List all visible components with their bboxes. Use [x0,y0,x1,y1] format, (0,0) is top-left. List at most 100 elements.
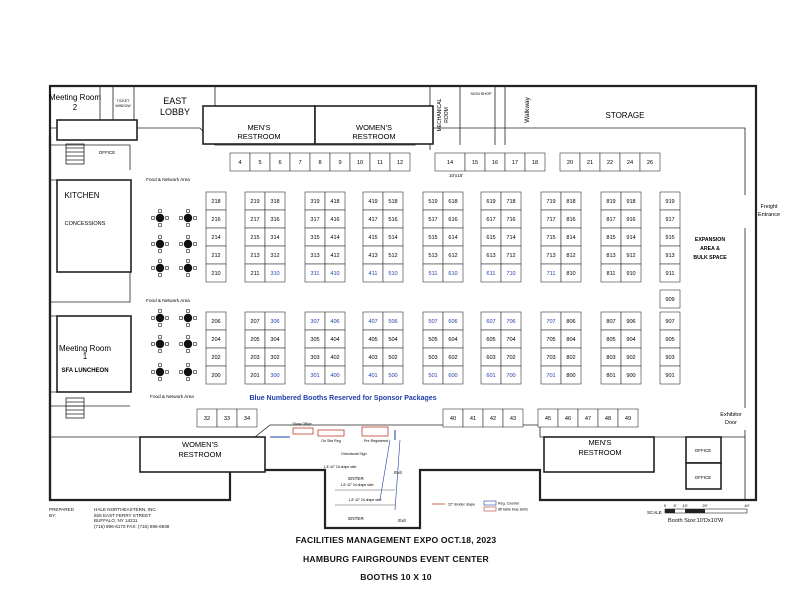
booth-801: 801 [600,365,622,385]
entrance-lines [379,439,401,511]
booth-number: 24 [627,160,633,166]
booth-number: 802 [566,355,575,361]
booth-number: 410 [330,271,339,277]
booth-number: 207 [250,319,259,325]
booth-501: 501 [422,365,444,385]
kitchen-label: KITCHEN [64,191,99,200]
booth-number: 204 [211,337,220,343]
booth-number: 805 [606,337,615,343]
booth-214: 214 [205,227,227,247]
booth-600: 600 [442,365,464,385]
booth-number: 305 [310,337,319,343]
booth-number: 216 [211,217,220,223]
booth-512: 512 [382,245,404,265]
booth-number: 47 [585,416,591,422]
booth-18: 18 [524,152,546,172]
booth-12: 12 [389,152,411,172]
booth-number: 306 [270,319,279,325]
booth-616: 616 [442,209,464,229]
booth-number: 405 [368,337,377,343]
svg-text:22" divider drape: 22" divider drape [448,503,475,507]
booth-45: 45 [537,408,559,428]
booth-818: 818 [560,191,582,211]
expansion-label-3: BULK SPACE [693,255,727,261]
booth-number: 804 [566,337,575,343]
kitchen-room [56,179,132,273]
booth-number: 16 [492,160,498,166]
booth-4: 4 [229,152,251,172]
booth-number: 20 [567,160,573,166]
booth-413: 413 [362,245,384,265]
registration-path [270,430,396,440]
booth-number: 516 [388,217,397,223]
sfa-luncheon-label: SFA LUNCHEON [61,368,108,374]
booth-902: 902 [620,347,642,367]
exhibitor-door-label-2: Door [725,420,737,426]
booth-number: 415 [368,235,377,241]
booth-number: 614 [448,235,457,241]
booth-300: 300 [264,365,286,385]
office-br1-label: OFFICE [695,448,712,453]
venue-title: HAMBURG FAIRGROUNDS EVENT CENTER [303,554,489,564]
booth-46: 46 [557,408,579,428]
booth-number: 719 [546,199,555,205]
drape-label-3: 1-8' 42" 2d drape skirt [324,465,357,469]
booth-47: 47 [577,408,599,428]
booth-number: 46 [565,416,571,422]
booth-510: 510 [382,263,404,283]
meeting-room-2-number: 2 [73,103,78,112]
booth-318: 318 [264,191,286,211]
booth-number: 7 [298,160,301,166]
booth-402: 402 [324,347,346,367]
booth-802: 802 [560,347,582,367]
booth-40: 40 [442,408,464,428]
booth-315: 315 [304,227,326,247]
booth-206: 206 [205,311,227,331]
booth-15: 15 [464,152,486,172]
womens-restroom-top-label: WOMEN'S [356,123,392,132]
booth-404: 404 [324,329,346,349]
booth-number: 311 [311,271,320,277]
booth-number: 413 [368,253,377,259]
booth-number: 612 [448,253,457,259]
booth-number: 6 [278,160,281,166]
booth-705: 705 [540,329,562,349]
booth-904: 904 [620,329,642,349]
booth-number: 601 [486,373,495,379]
food-network-label-2: Food & Network Area [146,298,190,303]
booth-200: 200 [205,365,227,385]
booth-number: 801 [606,373,615,379]
booth-number: 613 [486,253,495,259]
booth-41: 41 [462,408,484,428]
booth-33: 33 [216,408,238,428]
booth-716: 716 [500,209,522,229]
booth-number: 915 [665,235,674,241]
booth-number: 803 [606,355,615,361]
ticket-window-label: TICKET [117,99,130,103]
drape-label-2: 1-8' 42" 2d drape skirt [349,498,382,502]
booth-number: 416 [330,217,339,223]
on-site-reg-counter [317,429,345,437]
show-office-label: Show Office [292,422,311,426]
booth-dimension-title: BOOTHS 10 X 10 [360,572,432,582]
booth-number: 812 [566,253,575,259]
womens-restroom-bottom-room [139,436,266,473]
booth-number: 404 [330,337,339,343]
booth-316: 316 [264,209,286,229]
booth-16: 16 [484,152,506,172]
booth-606: 606 [442,311,464,331]
booth-911: 911 [659,263,681,283]
booth-number: 815 [606,235,615,241]
booth-34: 34 [236,408,258,428]
booth-number: 602 [448,355,457,361]
booth-219: 219 [244,191,266,211]
svg-text:SCALE: SCALE [647,510,662,515]
booth-number: 41 [470,416,476,422]
booth-500: 500 [382,365,404,385]
booth-number: 501 [428,373,437,379]
booth-number: 418 [330,199,339,205]
booth-49: 49 [617,408,639,428]
booth-number: 811 [607,271,616,277]
booth-202: 202 [205,347,227,367]
booth-507: 507 [422,311,444,331]
